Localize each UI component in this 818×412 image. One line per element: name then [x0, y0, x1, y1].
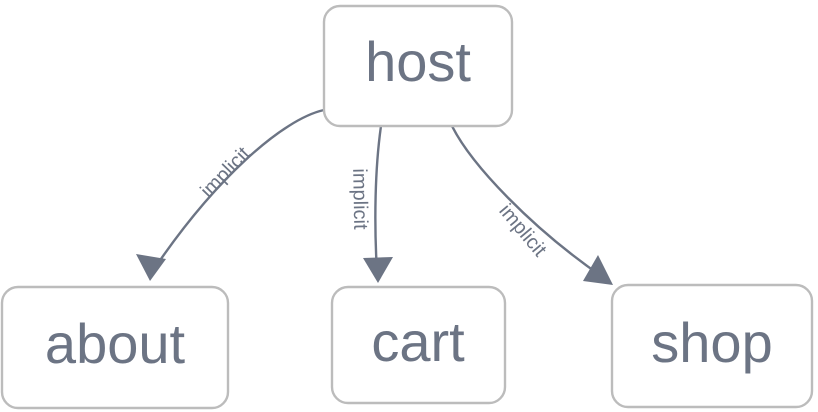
edge-host-shop[interactable] — [450, 124, 613, 285]
edges-layer — [136, 108, 613, 285]
edge-host-cart-arrowhead-icon — [363, 257, 393, 283]
node-about[interactable]: about — [0, 285, 230, 410]
edge-label-host-cart: implicit — [348, 168, 371, 230]
node-cart-box — [330, 285, 507, 405]
node-host[interactable]: host — [322, 4, 514, 128]
node-host-box — [322, 4, 514, 128]
edge-host-shop-arrowhead-icon — [583, 255, 613, 285]
edge-host-shop-path — [450, 124, 606, 280]
edge-host-about-path — [148, 108, 326, 277]
node-about-box — [0, 285, 230, 410]
node-shop[interactable]: shop — [610, 283, 814, 409]
edge-host-cart-path — [374, 124, 383, 274]
node-shop-box — [610, 283, 814, 409]
edge-labels-layer: implicit implicit implicit — [196, 143, 551, 262]
edge-host-about-arrowhead-icon — [136, 254, 166, 281]
node-cart[interactable]: cart — [330, 285, 507, 405]
edge-label-host-about: implicit — [196, 143, 255, 203]
node-shop-label: shop — [651, 311, 772, 374]
node-cart-label: cart — [371, 310, 465, 373]
node-about-label: about — [45, 312, 186, 375]
edge-host-cart[interactable] — [363, 124, 393, 283]
edge-host-about[interactable] — [136, 108, 326, 281]
nodes-layer: host about cart shop — [0, 4, 814, 410]
node-host-label: host — [365, 30, 471, 93]
